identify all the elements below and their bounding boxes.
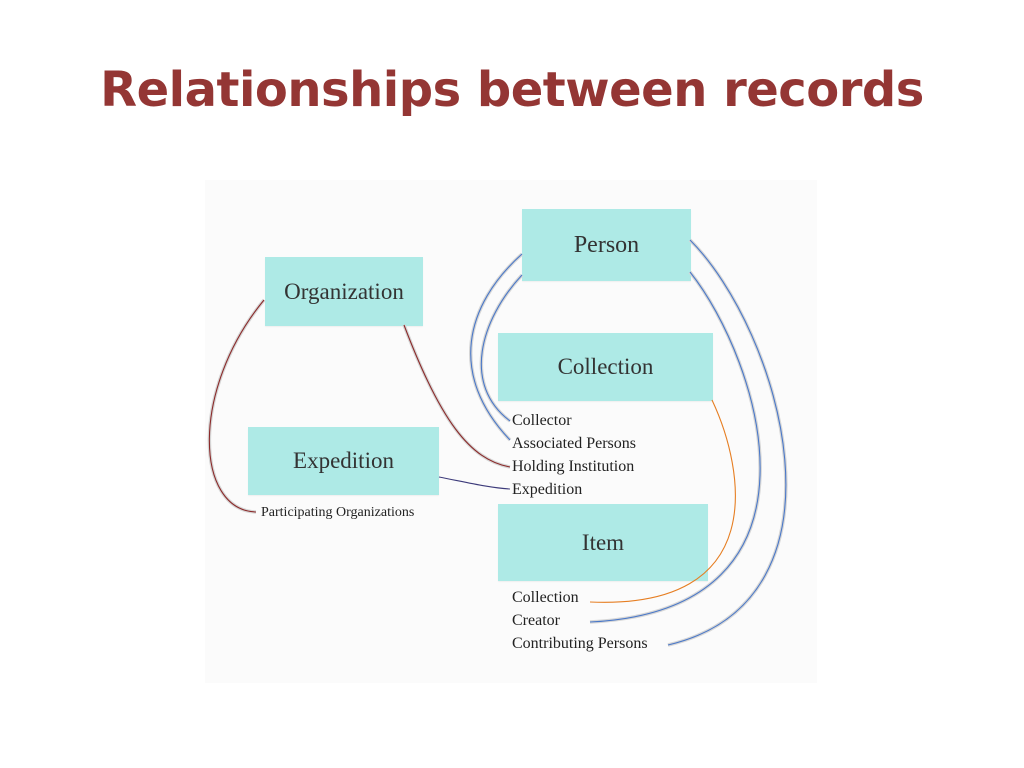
item-box: Item [498,504,708,581]
collection-box: Collection [498,333,713,401]
organization-label: Organization [284,278,404,304]
field-associated-persons: Associated Persons [512,435,636,452]
field-collector: Collector [512,412,572,429]
field-holding-institution: Holding Institution [512,458,635,475]
expedition-label: Expedition [293,448,394,473]
person-box: Person [522,209,691,281]
slide-title: Relationships between records [100,62,924,118]
person-label: Person [573,231,640,258]
collection-label: Collection [557,354,654,379]
field-contributing-persons: Contributing Persons [512,635,648,652]
field-expedition: Expedition [512,481,583,498]
organization-box: Organization [265,257,423,326]
item-label: Item [581,529,625,555]
expedition-box: Expedition [248,427,439,495]
field-participating-organizations: Participating Organizations [261,505,415,520]
field-creator: Creator [512,612,560,629]
field-item-collection: Collection [512,589,579,606]
